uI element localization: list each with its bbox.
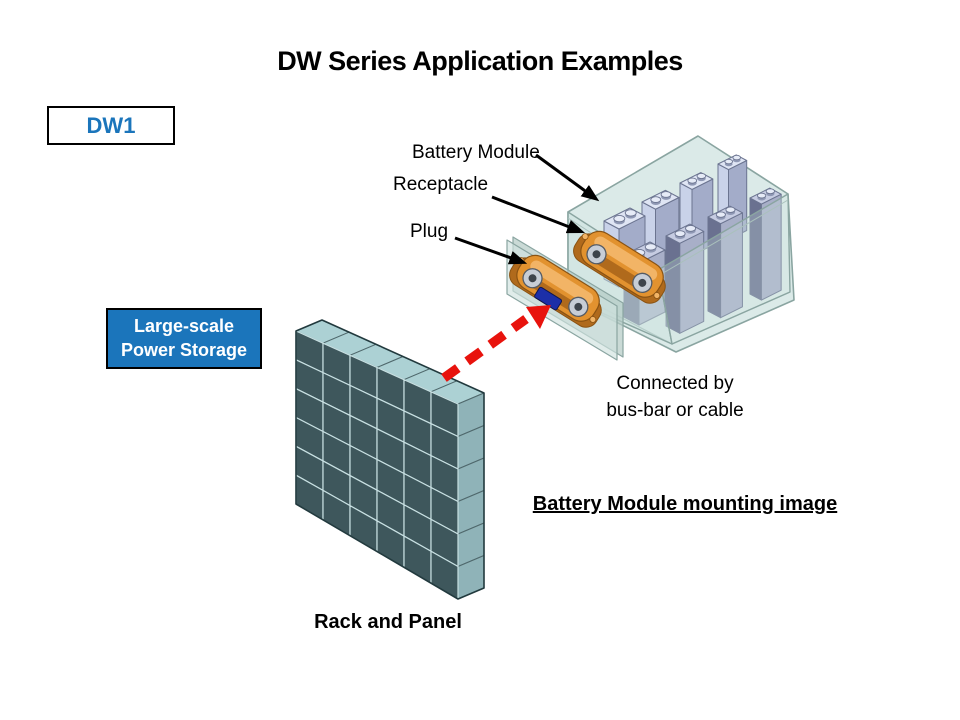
power-storage-box: Large-scale Power Storage: [106, 308, 262, 369]
connection-note: Connected by bus-bar or cable: [555, 370, 795, 424]
receptacle-connector-graphic: [573, 230, 666, 304]
callout-label-battery-module: Battery Module: [412, 142, 540, 163]
callout-arrow-battery-module: [535, 153, 600, 202]
callout-arrow-plug: [454, 236, 528, 265]
dw1-badge-label: DW1: [86, 112, 136, 138]
mounting-caption: Battery Module mounting image: [532, 493, 838, 515]
battery-module-3d-illustration: [506, 135, 795, 361]
callout-label-plug: Plug: [410, 221, 449, 242]
red-dashed-arrow: [441, 305, 551, 382]
plug-connector-graphic: [509, 254, 602, 328]
power-storage-line1: Large-scale: [133, 316, 235, 336]
rack-3d-illustration: [295, 319, 485, 600]
connection-note-line1: Connected by: [616, 373, 734, 394]
dw1-badge: DW1: [47, 106, 175, 145]
power-storage-line2: Power Storage: [120, 340, 248, 360]
callout-arrows: [454, 153, 600, 265]
callout-label-receptacle: Receptacle: [393, 174, 489, 195]
connection-note-line2: bus-bar or cable: [606, 400, 744, 421]
page-title: DW Series Application Examples: [277, 46, 683, 76]
rack-caption: Rack and Panel: [314, 611, 462, 633]
callout-arrow-receptacle: [491, 195, 586, 234]
